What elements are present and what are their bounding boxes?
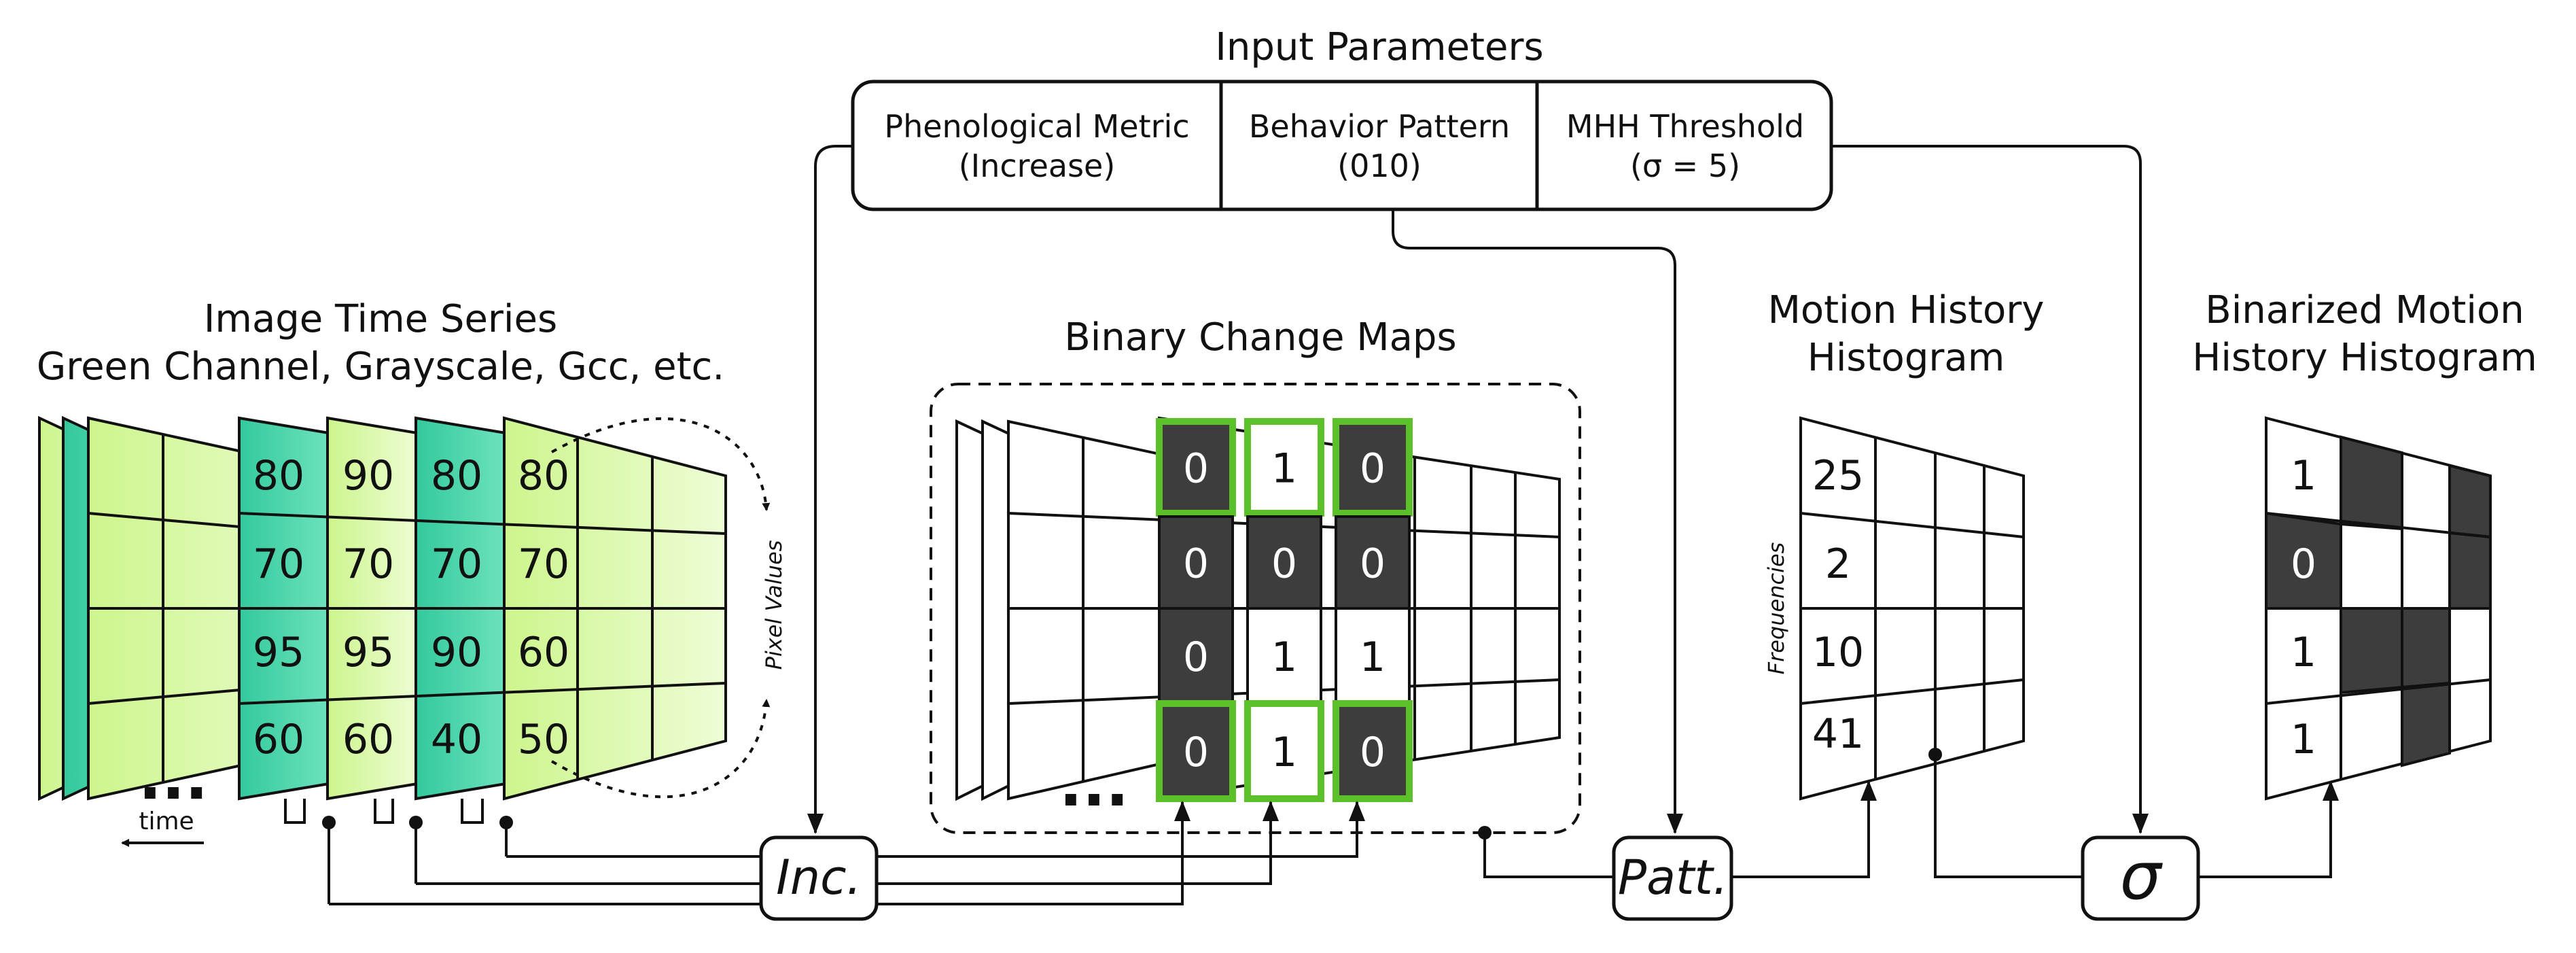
- bmhh-grid: [2265, 416, 2492, 801]
- param-pattern-line2: (010): [1337, 148, 1422, 184]
- svg-text:60: 60: [518, 629, 569, 676]
- param-metric-line2: (Increase): [959, 148, 1116, 184]
- binary-cell-value: 0: [1271, 540, 1297, 588]
- binary-cell-value: 1: [1360, 634, 1386, 681]
- binary-cell: [1156, 418, 1236, 517]
- binary-maps-dashed-box: [930, 383, 1581, 834]
- time-series-ellipsis: ...: [139, 742, 209, 814]
- binary-cell-value: 0: [1360, 445, 1386, 493]
- svg-text:40: 40: [431, 716, 482, 763]
- binary-cell-value: 0: [1183, 540, 1209, 588]
- svg-text:1: 1: [2291, 452, 2316, 500]
- svg-text:70: 70: [342, 540, 394, 588]
- binary-maps-ellipsis: ...: [1059, 749, 1129, 820]
- binary-cell: [1335, 607, 1411, 705]
- svg-text:60: 60: [253, 716, 304, 763]
- svg-text:70: 70: [431, 540, 482, 588]
- binary-change-maps-title: Binary Change Maps: [1064, 315, 1456, 360]
- binary-cell: [1158, 607, 1234, 705]
- binary-cell-value: 0: [1360, 729, 1386, 776]
- binary-cell-value: 0: [1183, 445, 1209, 493]
- mhh-grid: [1799, 416, 2025, 801]
- bmhh-title-line1: Binarized Motion: [2205, 288, 2524, 332]
- connectors: [284, 145, 2339, 905]
- bmhh-values: 1 0 1 1: [2291, 452, 2316, 763]
- increase-operator: Inc.: [759, 835, 879, 921]
- binary-cell: [1244, 700, 1324, 802]
- mhh-title-line1: Motion History: [1768, 288, 2045, 332]
- junction-dots: [322, 748, 1942, 839]
- param-threshold-line1: MHH Threshold: [1566, 108, 1804, 145]
- svg-text:Patt.: Patt.: [1618, 850, 1728, 905]
- svg-text:41: 41: [1812, 710, 1864, 758]
- param-metric-line1: Phenological Metric: [884, 108, 1189, 145]
- param-threshold-line2: (σ = 5): [1630, 148, 1740, 184]
- binary-cell: [1333, 700, 1413, 802]
- svg-text:25: 25: [1812, 452, 1864, 500]
- svg-text:95: 95: [253, 629, 304, 676]
- svg-text:80: 80: [518, 452, 569, 500]
- svg-text:50: 50: [518, 716, 569, 763]
- pattern-operator: Patt.: [1612, 835, 1733, 921]
- binary-cell-value: 0: [1183, 634, 1209, 681]
- binary-cell-value: 1: [1271, 634, 1297, 681]
- svg-text:80: 80: [253, 452, 304, 500]
- binary-cell-value: 0: [1183, 729, 1209, 776]
- svg-text:90: 90: [431, 629, 482, 676]
- threshold-operator: σ: [2081, 835, 2200, 921]
- binary-cell: [1246, 515, 1322, 610]
- time-label: time: [139, 808, 194, 835]
- param-pattern-line1: Behavior Pattern: [1249, 108, 1510, 145]
- svg-text:Inc.: Inc.: [776, 850, 862, 905]
- svg-text:10: 10: [1812, 629, 1864, 676]
- svg-text:1: 1: [2291, 629, 2316, 676]
- binary-cell: [1244, 418, 1324, 517]
- pixel-values-label: Pixel Values: [761, 540, 787, 670]
- svg-text:95: 95: [342, 629, 394, 676]
- svg-text:2: 2: [1825, 540, 1851, 588]
- binary-cell: [1335, 515, 1411, 610]
- mhh-values: 25 2 10 41: [1812, 452, 1864, 758]
- svg-text:1: 1: [2291, 716, 2316, 763]
- time-series-subtitle: Green Channel, Grayscale, Gcc, etc.: [37, 345, 724, 389]
- binary-change-cells: 0 0 0 0 1 0 1 1 0 0 1 0: [1156, 418, 1413, 802]
- input-parameters-box: Phenological Metric (Increase) Behavior …: [851, 80, 1833, 211]
- time-series-title: Image Time Series: [204, 297, 557, 341]
- time-series-values: 80 70 95 60 90 70 95 60 80 70 90 40 80 7…: [253, 452, 569, 763]
- time-series-stack: [38, 415, 727, 801]
- pixel-values-arc: Pixel Values: [550, 417, 787, 799]
- binary-cell: [1246, 607, 1322, 705]
- binary-cell: [1333, 418, 1413, 517]
- binary-cell: [1156, 700, 1236, 802]
- svg-text:80: 80: [431, 452, 482, 500]
- svg-text:60: 60: [342, 716, 394, 763]
- bmhh-title-line2: History Histogram: [2192, 336, 2537, 380]
- binary-cell: [1158, 515, 1234, 610]
- svg-text:70: 70: [253, 540, 304, 588]
- mhh-title-line2: Histogram: [1807, 336, 2005, 380]
- svg-text:0: 0: [2291, 540, 2316, 588]
- svg-text:90: 90: [342, 452, 394, 500]
- svg-text:70: 70: [518, 540, 569, 588]
- binary-cell-value: 0: [1360, 540, 1386, 588]
- input-parameters-title: Input Parameters: [1215, 25, 1543, 69]
- frequencies-label: Frequencies: [1763, 542, 1789, 675]
- binary-cell-value: 1: [1271, 445, 1297, 493]
- svg-text:σ: σ: [2120, 838, 2164, 914]
- binary-cell-value: 1: [1271, 729, 1297, 776]
